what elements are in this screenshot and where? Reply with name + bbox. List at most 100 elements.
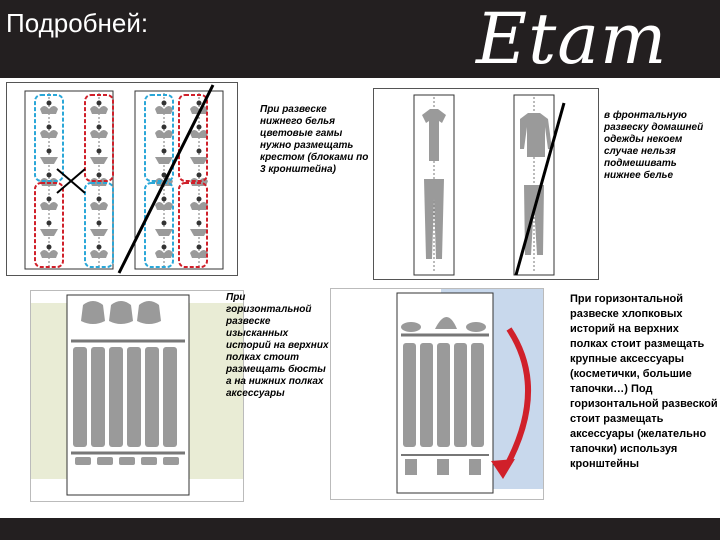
- panel-busts-shelving: [30, 290, 244, 502]
- bra-garment: [90, 106, 108, 114]
- bra-garment: [190, 130, 208, 138]
- hanging-garment: [109, 347, 123, 447]
- hanger-hook: [46, 244, 52, 250]
- bra-garment: [155, 250, 173, 258]
- slippers-accessory: [466, 322, 486, 332]
- panty-garment: [40, 157, 58, 164]
- busts-shelving-illustration: [31, 294, 243, 496]
- panel-accessories-shelving: [330, 288, 544, 500]
- hanger-hook: [161, 172, 167, 178]
- accessory-item: [119, 457, 135, 465]
- fixture-frame-right: [134, 90, 224, 270]
- caption-frontal-hanging: в фронтальную развеску домашней одежды н…: [604, 110, 704, 181]
- fixture-frame-left: [413, 94, 455, 276]
- hanging-garment: [73, 347, 87, 447]
- bust: [137, 301, 161, 324]
- accessory-item: [163, 457, 179, 465]
- hanger-hook: [46, 172, 52, 178]
- hanging-garment: [420, 343, 433, 447]
- fixture-frame-right: [513, 94, 555, 276]
- hanging-garment: [471, 343, 484, 447]
- blue-group-box: [34, 94, 64, 182]
- accessory-item: [141, 457, 157, 465]
- slippers-hanging: [437, 459, 449, 475]
- hanging-garment: [91, 347, 105, 447]
- bra-garment: [90, 130, 108, 138]
- top-garment: [422, 109, 446, 161]
- hanger-hook: [96, 100, 102, 106]
- hanging-garment: [437, 343, 450, 447]
- hanger-hook: [161, 100, 167, 106]
- bra-garment: [90, 250, 108, 258]
- red-group-box: [34, 182, 64, 268]
- red-group-box: [178, 182, 208, 268]
- blue-group-box: [144, 182, 174, 268]
- hanger-hook: [161, 220, 167, 226]
- bra-garment: [40, 130, 58, 138]
- bra-garment: [190, 250, 208, 258]
- caption-accessories-shelving: При горизонтальной развеске хлопковых ис…: [570, 293, 718, 470]
- hanging-garment: [145, 347, 159, 447]
- bust: [109, 301, 133, 324]
- panty-garment: [90, 229, 108, 236]
- hanger-hook: [46, 100, 52, 106]
- hanger-hook: [196, 244, 202, 250]
- header-bar: Подробней: Etam: [0, 0, 720, 78]
- hanger-hook: [96, 220, 102, 226]
- bra-garment: [155, 106, 173, 114]
- hanger-hook: [46, 220, 52, 226]
- panel-frontal-hanging: [373, 88, 599, 280]
- hanger-hook: [196, 172, 202, 178]
- red-group-box: [84, 94, 114, 182]
- hanger-hook: [46, 124, 52, 130]
- panty-garment: [40, 229, 58, 236]
- hanger-hook: [46, 148, 52, 154]
- caption-busts-shelving: При горизонтальной развеске изысканных и…: [226, 292, 329, 399]
- page-title: Подробней:: [6, 8, 149, 38]
- cross-arrow: [56, 168, 86, 194]
- caption-cross-placement: При развеске нижнего белья цветовые гамы…: [260, 104, 369, 175]
- panel-cross-placement: [6, 82, 238, 276]
- bra-garment: [155, 130, 173, 138]
- accessories-shelving-illustration: [396, 289, 543, 494]
- hanging-garment: [403, 343, 416, 447]
- slippers-hanging: [469, 459, 481, 475]
- panty-garment: [155, 229, 173, 236]
- fixture-frame-left: [24, 90, 114, 270]
- pajama-pants-garment: [524, 185, 544, 255]
- hanger-hook: [196, 100, 202, 106]
- hanger-hook: [196, 148, 202, 154]
- hanging-garment: [454, 343, 467, 447]
- accessory-item: [97, 457, 113, 465]
- hanger-hook: [46, 196, 52, 202]
- panty-garment: [155, 157, 173, 164]
- hanger-hook: [196, 220, 202, 226]
- panty-garment: [90, 157, 108, 164]
- hanger-hook: [161, 124, 167, 130]
- hanger-hook: [196, 124, 202, 130]
- hanger-hook: [96, 196, 102, 202]
- bust: [81, 301, 105, 324]
- hanger-hook: [96, 124, 102, 130]
- bag-accessory: [435, 317, 457, 329]
- accessory-item: [75, 457, 91, 465]
- cross-placement-illustration: [24, 84, 224, 274]
- footer-bar: [0, 518, 720, 540]
- bra-garment: [40, 250, 58, 258]
- pants-garment: [424, 179, 444, 259]
- hanger-hook: [96, 172, 102, 178]
- bra-garment: [90, 202, 108, 210]
- hanger-hook: [161, 244, 167, 250]
- blue-group-box: [84, 182, 114, 268]
- bra-garment: [40, 202, 58, 210]
- strike-line: [117, 84, 215, 274]
- hanger-hook: [196, 196, 202, 202]
- hanger-hook: [96, 148, 102, 154]
- bra-garment: [190, 202, 208, 210]
- hanger-hook: [161, 196, 167, 202]
- hanger-hook: [161, 148, 167, 154]
- blue-group-box: [144, 94, 174, 182]
- arrow-head: [491, 459, 515, 479]
- slippers-hanging: [405, 459, 417, 475]
- panty-garment: [190, 157, 208, 164]
